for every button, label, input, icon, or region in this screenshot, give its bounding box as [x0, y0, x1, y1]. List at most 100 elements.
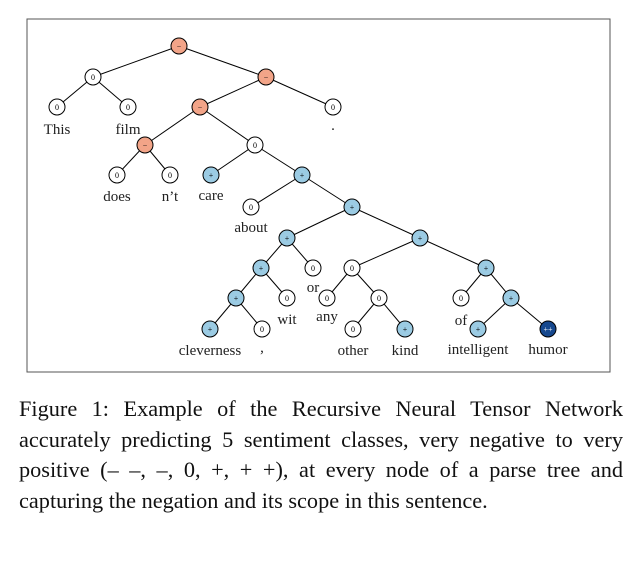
node-circle	[161, 166, 179, 184]
node-label: 0	[126, 103, 130, 112]
word-label: n’t	[162, 189, 179, 205]
tree-edge	[199, 106, 256, 146]
node-circle	[48, 98, 66, 116]
node-circle	[191, 98, 209, 116]
node-label: 0	[325, 294, 329, 303]
tree-node-negative: −	[170, 37, 188, 55]
node-label: 0	[115, 171, 119, 180]
word-label: kind	[392, 343, 419, 359]
word-label: of	[455, 313, 468, 329]
word-label: ,	[260, 340, 264, 356]
node-label: 0	[55, 103, 59, 112]
node-circle	[343, 259, 361, 277]
node-circle	[253, 320, 271, 338]
tree-node-neutral: 0	[84, 68, 102, 86]
tree-edge	[92, 45, 180, 78]
word-label: wit	[277, 312, 297, 328]
tree-node-very-positive: ++	[539, 320, 557, 338]
node-circle	[370, 289, 388, 307]
tree-edges	[56, 45, 549, 330]
node-label: +	[259, 264, 264, 273]
tree-node-positive: +	[502, 289, 520, 307]
tree-node-neutral: 0	[119, 98, 137, 116]
node-circle	[242, 198, 260, 216]
node-circle	[170, 37, 188, 55]
node-label: 0	[351, 325, 355, 334]
word-label: cleverness	[179, 343, 242, 359]
tree-node-positive: +	[411, 229, 429, 247]
node-label: 0	[249, 203, 253, 212]
tree-node-positive: +	[469, 320, 487, 338]
node-label: −	[198, 103, 203, 112]
tree-node-positive: +	[278, 229, 296, 247]
node-circle	[202, 166, 220, 184]
node-label: 0	[285, 294, 289, 303]
node-label: 0	[311, 264, 315, 273]
node-label: 0	[168, 171, 172, 180]
node-label: +	[484, 264, 489, 273]
word-label: other	[338, 343, 369, 359]
tree-node-negative: −	[257, 68, 275, 86]
node-circle	[396, 320, 414, 338]
tree-node-positive: +	[201, 320, 219, 338]
node-circle	[278, 289, 296, 307]
word-label: or	[307, 280, 320, 296]
node-circle	[304, 259, 322, 277]
node-label: −	[177, 42, 182, 51]
node-circle	[119, 98, 137, 116]
node-label: 0	[377, 294, 381, 303]
node-circle	[502, 289, 520, 307]
tree-edge	[254, 144, 303, 176]
node-circle	[257, 68, 275, 86]
tree-node-neutral: 0	[253, 320, 271, 338]
word-label: intelligent	[448, 342, 510, 358]
node-circle	[136, 136, 154, 154]
tree-node-negative: −	[136, 136, 154, 154]
node-label: +	[509, 294, 514, 303]
node-circle	[477, 259, 495, 277]
tree-edge	[301, 174, 353, 208]
word-label: care	[199, 188, 224, 204]
node-label: 0	[91, 73, 95, 82]
word-label: .	[331, 118, 335, 134]
node-circle	[201, 320, 219, 338]
node-circle	[469, 320, 487, 338]
node-circle	[293, 166, 311, 184]
figure-frame	[26, 18, 611, 373]
node-label: +	[208, 325, 213, 334]
node-circle	[84, 68, 102, 86]
tree-node-positive: +	[202, 166, 220, 184]
node-circle	[343, 198, 361, 216]
node-circle	[108, 166, 126, 184]
tree-node-neutral: 0	[304, 259, 322, 277]
node-label: −	[264, 73, 269, 82]
tree-node-neutral: 0	[344, 320, 362, 338]
tree-edge	[210, 144, 256, 176]
word-label: humor	[528, 342, 567, 358]
tree-edge	[199, 76, 267, 108]
word-label: any	[316, 309, 338, 325]
node-circle	[324, 98, 342, 116]
node-label: +	[476, 325, 481, 334]
tree-node-positive: +	[396, 320, 414, 338]
node-circle	[252, 259, 270, 277]
tree-node-neutral: 0	[343, 259, 361, 277]
word-label: This	[44, 122, 71, 138]
tree-edge	[351, 206, 421, 239]
tree-node-neutral: 0	[318, 289, 336, 307]
node-label: 0	[331, 103, 335, 112]
tree-node-neutral: 0	[242, 198, 260, 216]
tree-node-neutral: 0	[161, 166, 179, 184]
tree-node-neutral: 0	[324, 98, 342, 116]
node-circle	[227, 289, 245, 307]
node-label: ++	[543, 325, 553, 334]
tree-edge	[286, 206, 353, 239]
node-circle	[411, 229, 429, 247]
tree-node-neutral: 0	[370, 289, 388, 307]
node-circle	[246, 136, 264, 154]
node-label: +	[418, 234, 423, 243]
node-label: +	[209, 171, 214, 180]
node-label: +	[285, 234, 290, 243]
